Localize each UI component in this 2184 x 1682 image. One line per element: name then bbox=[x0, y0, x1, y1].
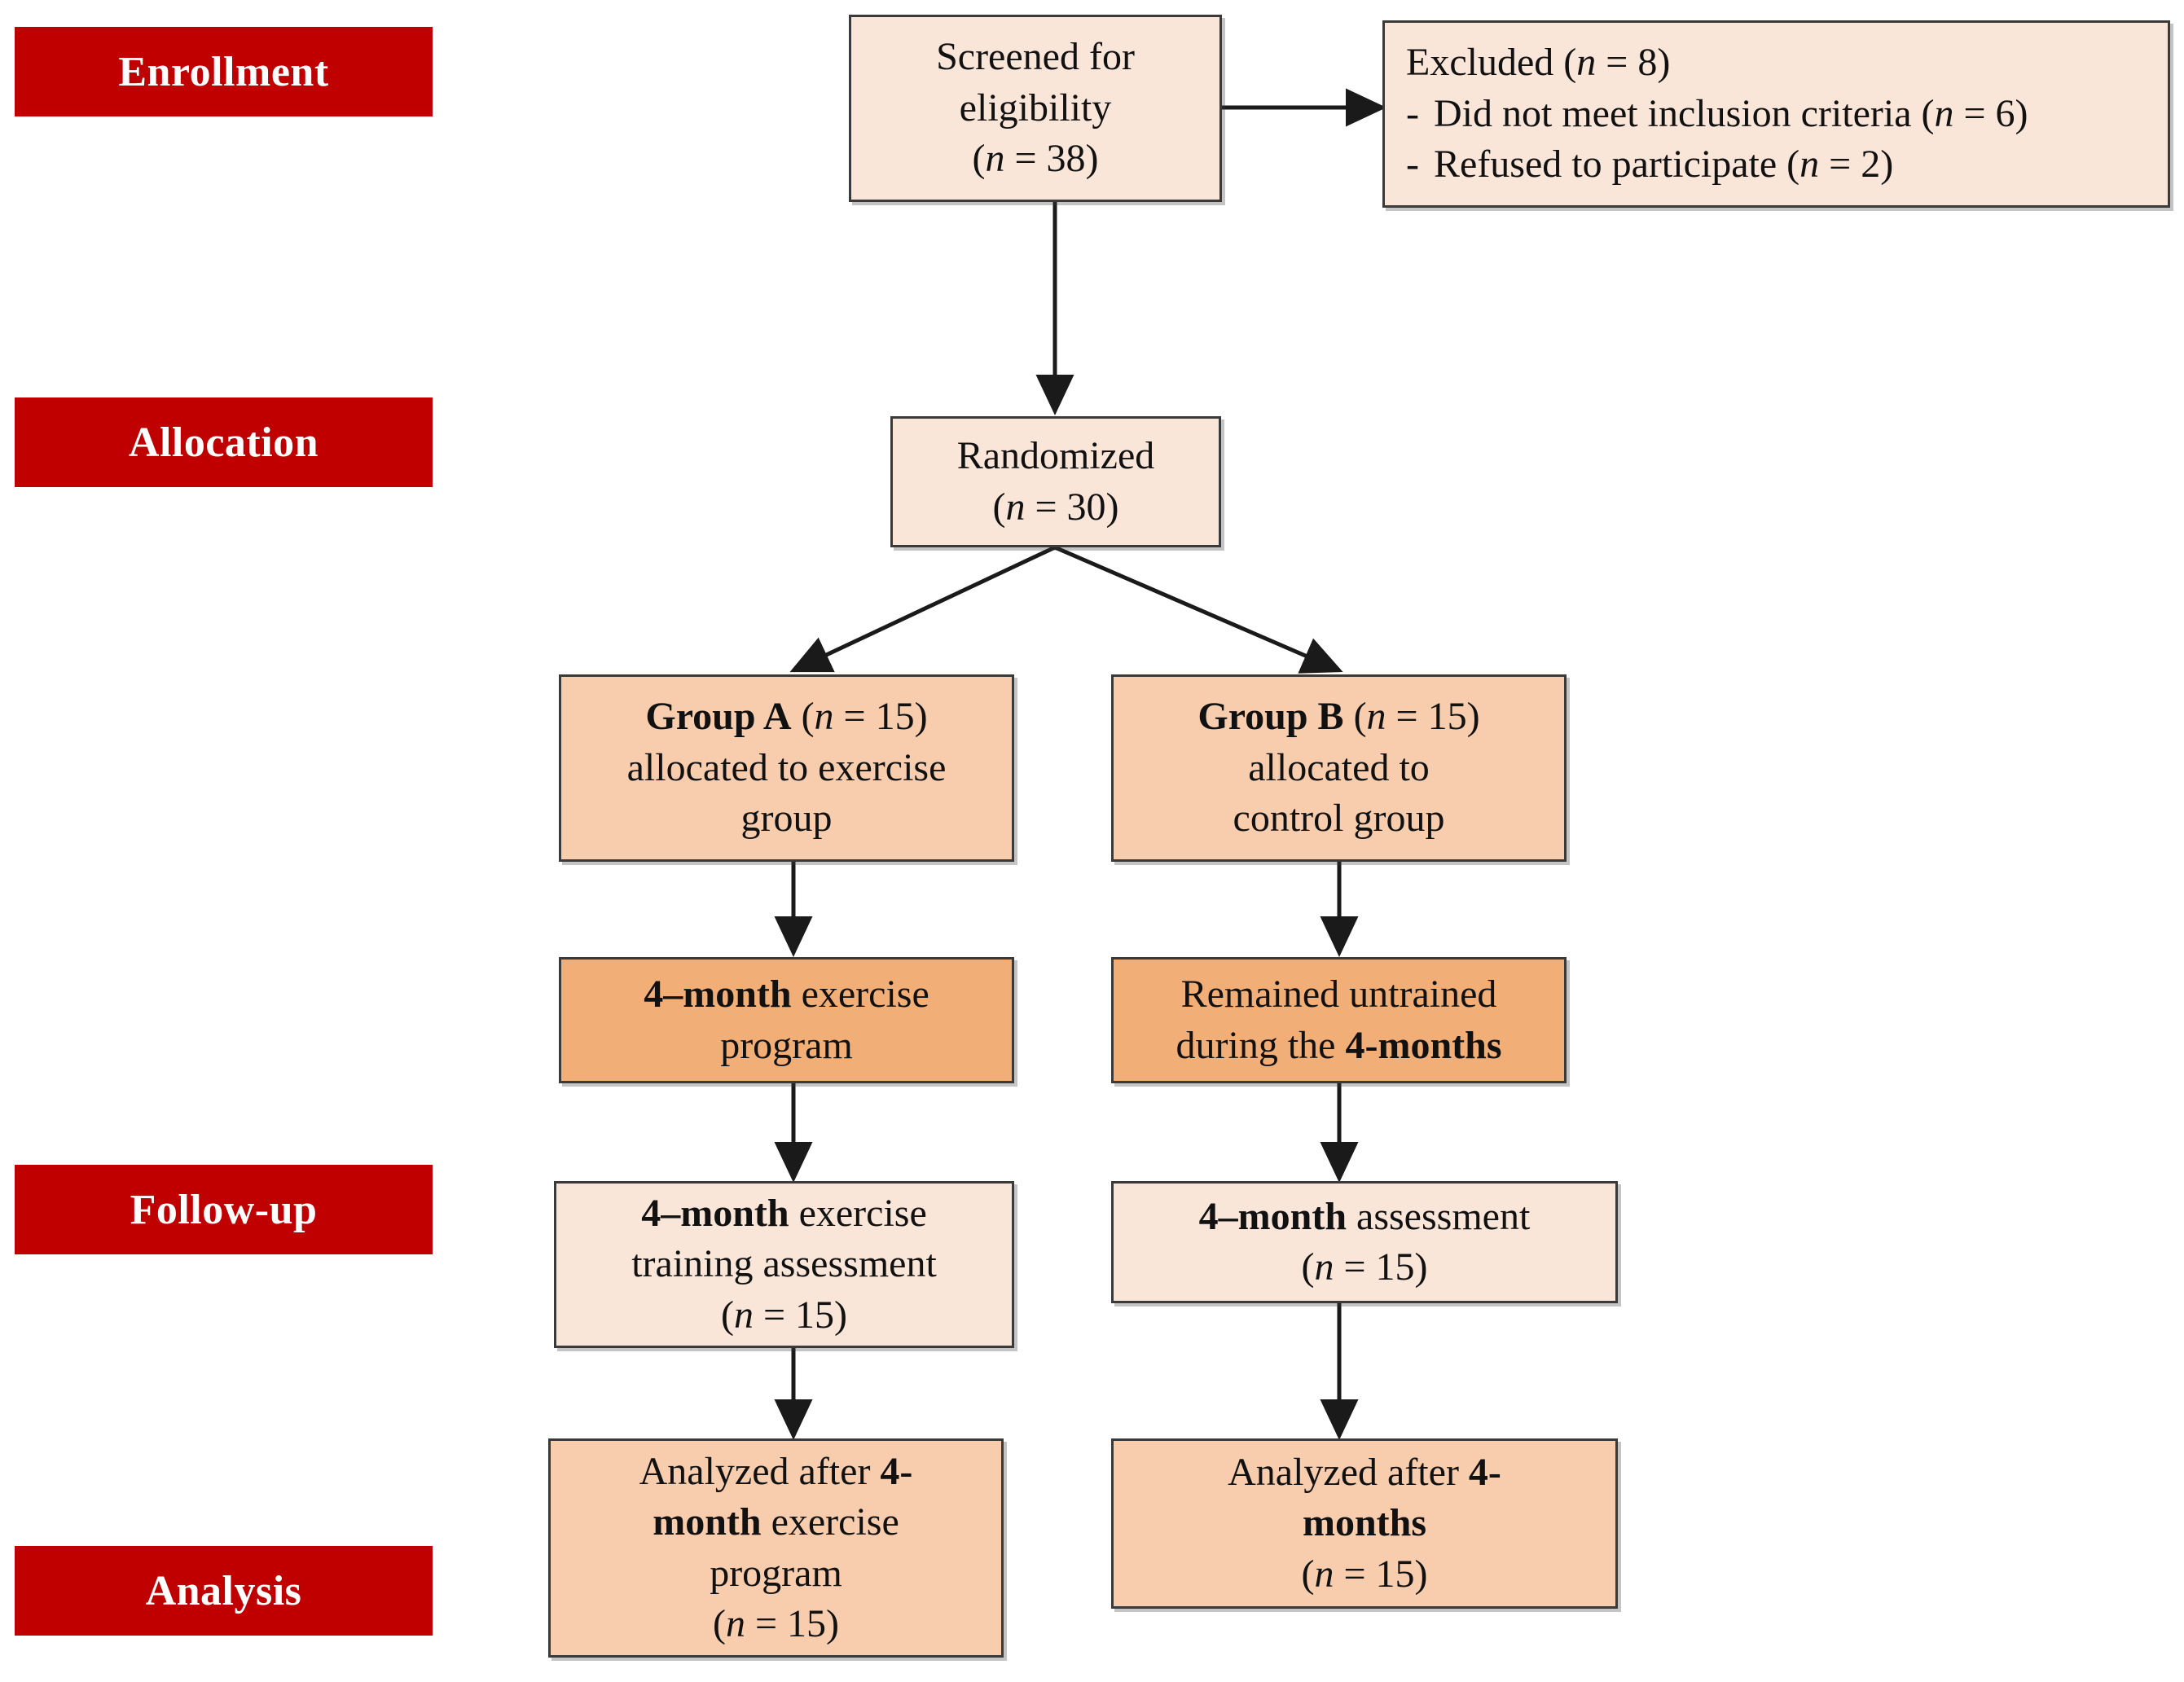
n-symbol: n bbox=[1799, 143, 1820, 187]
stage-label-enrollment: Enrollment bbox=[118, 48, 329, 95]
group-a-intervention-line-2: program bbox=[720, 1023, 853, 1067]
node-group-b-intervention: Remained untrained during the 4-months bbox=[1111, 957, 1567, 1083]
group-a-alloc-line-2: allocated to exercise bbox=[626, 745, 947, 789]
screened-line-1: Screened for bbox=[936, 35, 1135, 79]
stage-banner-enrollment: Enrollment bbox=[15, 27, 433, 116]
group-a-followup-count: (n = 15) bbox=[720, 1293, 848, 1337]
n-symbol: n bbox=[1314, 1245, 1334, 1289]
group-a-intervention-line-1: 4–month exercise bbox=[644, 973, 929, 1017]
duration-label: month bbox=[653, 1500, 762, 1544]
randomized-line-1: Randomized bbox=[956, 434, 1155, 478]
duration-label: 4- bbox=[880, 1449, 913, 1493]
bullet-dash-icon: - bbox=[1406, 143, 1419, 187]
group-b-analysis-line-2: months bbox=[1122, 1498, 1607, 1548]
group-b-followup-line-1: 4–month assessment bbox=[1198, 1194, 1531, 1238]
stage-label-followup: Follow-up bbox=[130, 1186, 318, 1233]
group-a-label: Group A bbox=[645, 695, 792, 739]
n-symbol: n bbox=[814, 695, 834, 739]
n-symbol: n bbox=[1934, 91, 1954, 135]
node-group-b-analysis: Analyzed after 4- months (n = 15) bbox=[1111, 1438, 1618, 1609]
duration-label: 4–month bbox=[1198, 1194, 1347, 1238]
node-randomized: Randomized (n = 30) bbox=[890, 416, 1221, 547]
stage-label-analysis: Analysis bbox=[145, 1567, 302, 1614]
n-symbol: n bbox=[1314, 1552, 1334, 1596]
n-symbol: n bbox=[985, 137, 1005, 181]
n-symbol: n bbox=[733, 1293, 754, 1337]
stage-label-allocation: Allocation bbox=[128, 419, 319, 466]
bullet-dash-icon: - bbox=[1406, 91, 1419, 135]
duration-label: 4-months bbox=[1345, 1023, 1502, 1067]
randomized-count: (n = 30) bbox=[992, 485, 1119, 529]
node-group-a-intervention: 4–month exercise program bbox=[559, 957, 1014, 1083]
duration-label: months bbox=[1302, 1501, 1427, 1545]
stage-banner-allocation: Allocation bbox=[15, 397, 433, 487]
group-b-heading: Group B (n = 15) bbox=[1197, 695, 1480, 739]
node-group-b-followup: 4–month assessment (n = 15) bbox=[1111, 1181, 1618, 1303]
group-a-followup-line-2: training assessment bbox=[631, 1242, 937, 1286]
group-a-analysis-count: (n = 15) bbox=[712, 1601, 840, 1645]
excluded-item-2: -Refused to participate (n = 2) bbox=[1406, 139, 2160, 190]
group-a-followup-line-1: 4–month exercise bbox=[641, 1191, 927, 1235]
excluded-heading: Excluded (n = 8) bbox=[1406, 41, 1671, 85]
duration-label: 4–month bbox=[641, 1191, 789, 1235]
node-group-a-followup: 4–month exercise training assessment (n … bbox=[554, 1181, 1014, 1348]
arrow-randomized-to-group-b bbox=[1054, 545, 1343, 674]
group-b-followup-count: (n = 15) bbox=[1301, 1245, 1428, 1289]
group-a-analysis-line-3: program bbox=[710, 1551, 842, 1595]
screened-line-2: eligibility bbox=[959, 86, 1112, 130]
stage-banner-followup: Follow-up bbox=[15, 1165, 433, 1254]
n-symbol: n bbox=[1366, 695, 1386, 739]
stage-banner-analysis: Analysis bbox=[15, 1546, 433, 1636]
excluded-item-1: -Did not meet inclusion criteria (n = 6) bbox=[1406, 89, 2160, 139]
n-symbol: n bbox=[1005, 485, 1026, 529]
group-a-heading: Group A (n = 15) bbox=[645, 695, 928, 739]
group-b-analysis-line-1: Analyzed after 4- bbox=[1228, 1450, 1501, 1494]
group-a-analysis-line-2: month exercise bbox=[653, 1500, 899, 1544]
node-group-b-allocation: Group B (n = 15) allocated to control gr… bbox=[1111, 674, 1567, 862]
duration-label: 4–month bbox=[644, 973, 792, 1017]
group-b-alloc-line-2: allocated to bbox=[1248, 745, 1430, 789]
node-group-a-analysis: Analyzed after 4- month exercise program… bbox=[548, 1438, 1004, 1658]
arrow-randomized-to-group-a bbox=[789, 545, 1057, 673]
node-screened-for-eligibility: Screened for eligibility (n = 38) bbox=[849, 15, 1222, 202]
group-a-analysis-line-1: Analyzed after 4- bbox=[639, 1449, 913, 1493]
group-b-intervention-line-1: Remained untrained bbox=[1180, 973, 1497, 1017]
screened-count: (n = 38) bbox=[972, 137, 1099, 181]
n-symbol: n bbox=[725, 1601, 745, 1645]
node-excluded: Excluded (n = 8) -Did not meet inclusion… bbox=[1382, 20, 2170, 208]
group-b-analysis-count: (n = 15) bbox=[1301, 1552, 1428, 1596]
duration-label: 4- bbox=[1468, 1450, 1501, 1494]
n-symbol: n bbox=[1576, 41, 1597, 85]
group-b-alloc-line-3: control group bbox=[1233, 797, 1445, 841]
group-b-label: Group B bbox=[1197, 695, 1344, 739]
group-b-intervention-line-2: during the 4-months bbox=[1175, 1023, 1502, 1067]
group-a-alloc-line-3: group bbox=[740, 797, 833, 841]
node-group-a-allocation: Group A (n = 15) allocated to exercise g… bbox=[559, 674, 1014, 862]
